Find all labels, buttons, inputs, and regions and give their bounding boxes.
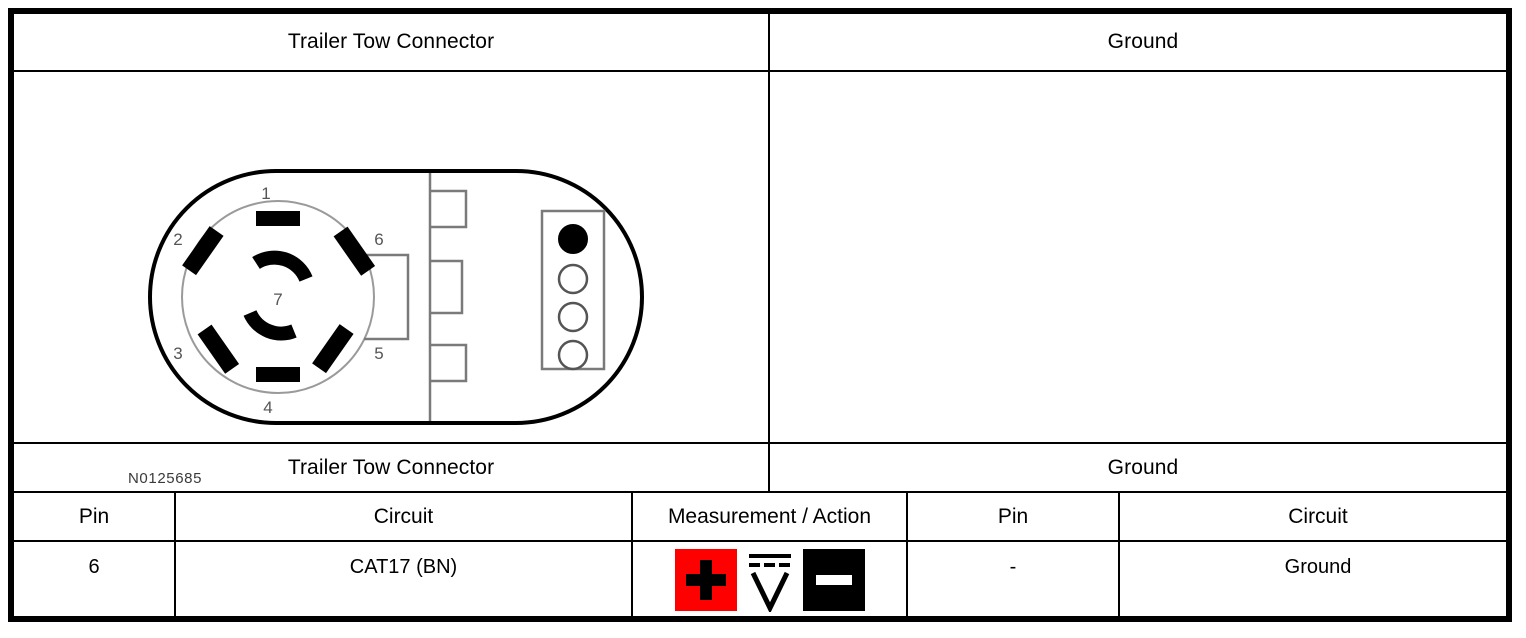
- right-circuit-value-text: Ground: [1284, 556, 1352, 578]
- rule-under-top-title: [14, 70, 1506, 72]
- rule-measurement-rightpin: [906, 491, 908, 616]
- pin-label-6: 6: [374, 230, 383, 249]
- dc-voltage-icon: [741, 548, 799, 612]
- title-ground: Ground: [770, 14, 1516, 70]
- pin-label-5: 5: [374, 344, 383, 363]
- pin-label-1: 1: [261, 184, 270, 203]
- header-right-pin-text: Pin: [997, 504, 1029, 528]
- rule-right-pin-circuit: [1118, 491, 1120, 616]
- rule-left-pin-circuit: [174, 491, 176, 616]
- rule-circuit-measurement: [631, 491, 633, 616]
- header-measurement-action: Measurement / Action: [633, 493, 906, 540]
- measurement-icon-group: [674, 548, 865, 612]
- header-left-circuit-text: Circuit: [373, 504, 434, 528]
- header-left-pin-text: Pin: [78, 504, 110, 528]
- diagram-grid: Trailer Tow Connector Ground: [14, 14, 1506, 616]
- header-right-circuit-text: Circuit: [1288, 504, 1348, 528]
- cell-left-circuit-value: CAT17 (BN): [176, 542, 631, 616]
- minus-probe-icon: [802, 549, 865, 611]
- pin-label-4: 4: [263, 398, 272, 417]
- header-right-pin: Pin: [908, 493, 1118, 540]
- wiring-diagram-table: Trailer Tow Connector Ground: [8, 8, 1512, 622]
- rule-under-header-row: [14, 540, 1506, 542]
- plus-probe-icon: [674, 549, 737, 611]
- cell-measurement-value: [633, 542, 906, 616]
- title-right-text: Ground: [1107, 30, 1179, 53]
- title-left-text: Trailer Tow Connector: [287, 30, 495, 53]
- lower-title-ground: Ground: [770, 444, 1516, 491]
- left-pin-value-text: 6: [88, 556, 100, 578]
- rule-under-lower-title: [14, 491, 1506, 493]
- ground-illustration-cell: [770, 72, 1516, 442]
- cell-left-pin-value: 6: [14, 542, 174, 616]
- header-right-circuit: Circuit: [1120, 493, 1516, 540]
- cell-right-pin-value: -: [908, 542, 1118, 616]
- cell-right-circuit-value: Ground: [1120, 542, 1516, 616]
- left-circuit-value-text: CAT17 (BN): [349, 556, 458, 578]
- title-trailer-tow-connector: Trailer Tow Connector: [14, 14, 768, 70]
- lower-title-left-text: Trailer Tow Connector: [287, 455, 495, 479]
- header-left-circuit: Circuit: [176, 493, 631, 540]
- trailer-tow-connector-drawing: 1 2 3 4 5 6 7: [146, 167, 646, 427]
- header-left-pin: Pin: [14, 493, 174, 540]
- header-measurement-text: Measurement / Action: [667, 504, 872, 528]
- lower-title-right-text: Ground: [1107, 455, 1179, 479]
- rule-under-image-row: [14, 442, 1506, 444]
- rule-main-split: [768, 14, 770, 491]
- right-pin-value-text: -: [1009, 556, 1017, 578]
- pin-label-3: 3: [173, 344, 182, 363]
- pin-label-2: 2: [173, 230, 182, 249]
- pin-label-7: 7: [273, 290, 282, 309]
- lower-title-trailer-tow-connector: Trailer Tow Connector: [14, 444, 768, 491]
- part-number-label: N0125685: [128, 470, 203, 487]
- connector-illustration-cell: 1 2 3 4 5 6 7 N0125685: [14, 72, 768, 487]
